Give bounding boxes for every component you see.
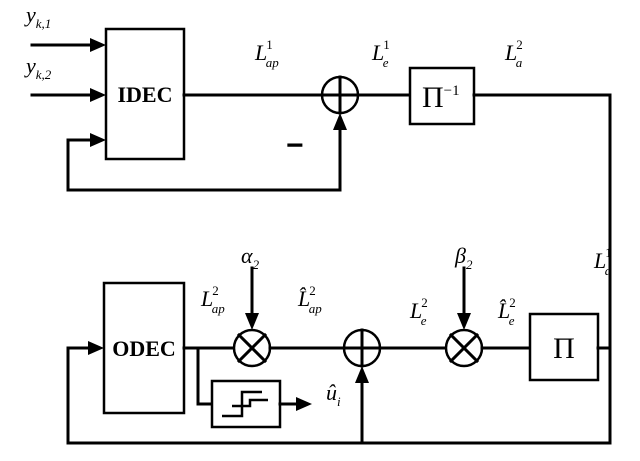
deinterleaver-symbol: Π−1 [422,81,460,114]
input-y1-label: yk,1 [24,2,51,31]
interleaver-symbol: Π [553,332,575,365]
beta-multiplier-cross-2 [448,332,480,364]
input-y2-label: yk,2 [24,53,52,82]
beta-input-arrowhead [457,313,471,330]
label-u-hat-i: ûi [326,380,341,409]
label-beta-2: β2 [454,243,473,272]
upper-feedback-arrowhead-right [90,133,106,147]
lower-feedback-arrowhead-up [355,366,369,383]
input-y1-arrowhead [90,38,106,52]
alpha-multiplier-cross-2 [236,332,268,364]
deinterleaver-block [408,66,476,126]
hard-decision-step-icon [222,390,268,418]
lower-feedback-arrowhead-right [88,341,104,355]
upper-feedback-arrowhead-up [333,113,347,130]
alpha-input-arrowhead [245,313,259,330]
minus-sign: − [286,129,304,162]
label-alpha-2: α2 [241,243,260,272]
idec-block [104,27,186,161]
hard-decision-arrowhead [296,397,312,411]
odec-label: ODEC [112,336,176,361]
odec-block [102,281,186,415]
hard-decision-block [210,379,282,429]
idec-label: IDEC [117,82,172,107]
input-y2-arrowhead [90,88,106,102]
